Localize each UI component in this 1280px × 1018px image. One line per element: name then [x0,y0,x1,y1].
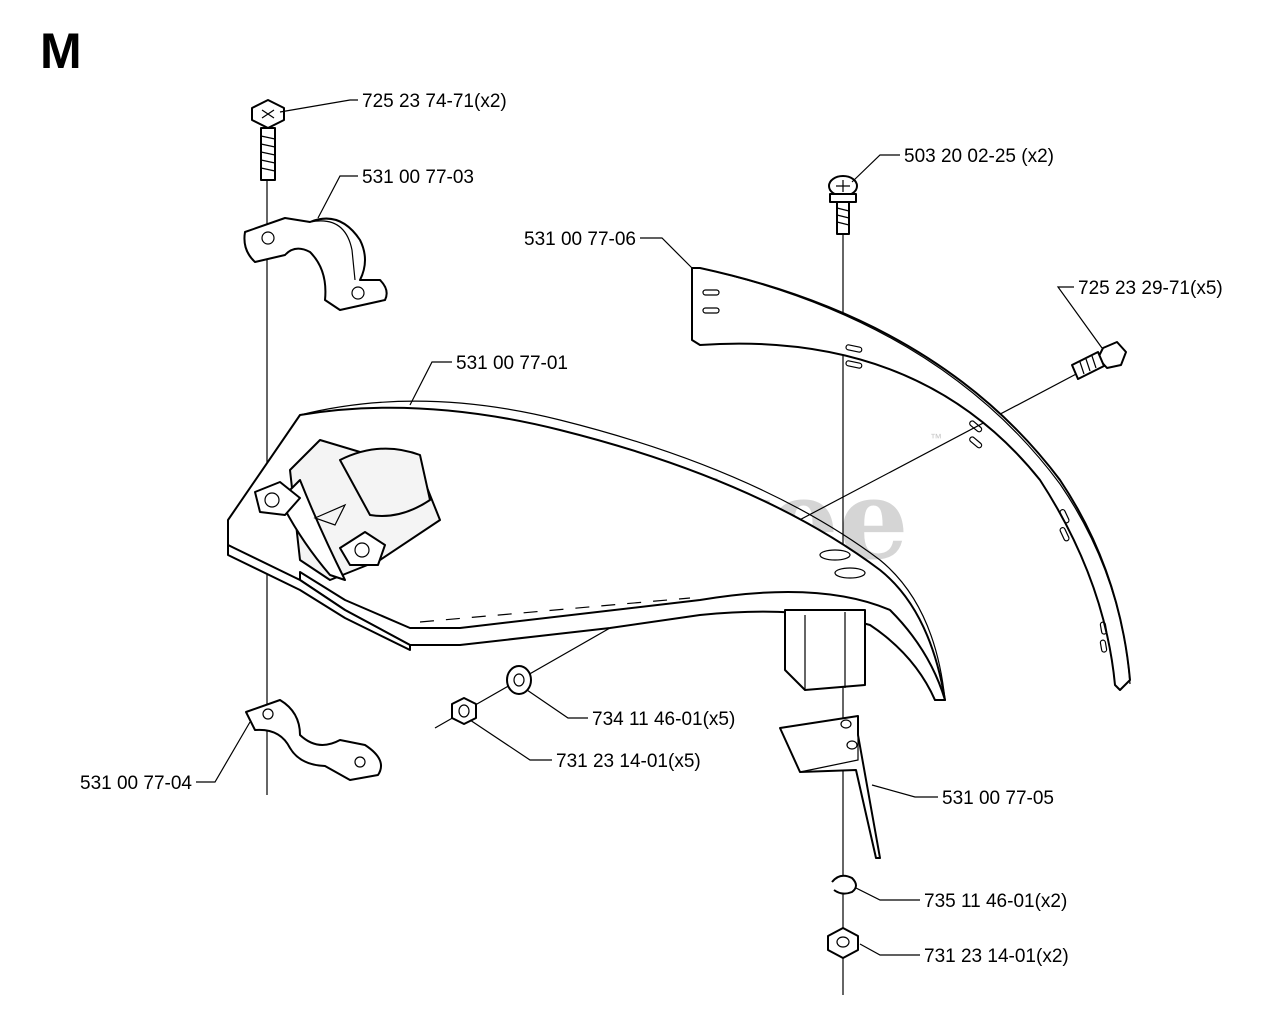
bolt-knife [828,175,858,235]
label-bracket: 531 00 77-05 [942,788,1054,809]
leader-knife-strip [640,237,693,269]
leader-guard [409,361,452,406]
label-nut-guard: 731 23 14-01(x5) [556,751,701,772]
bolt-guard [1071,341,1127,380]
knife-strip [691,267,1131,691]
label-clamp-upper: 531 00 77-03 [362,167,474,188]
label-bolt-clamp: 725 23 74-71(x2) [362,91,507,112]
lock-washer [831,874,857,895]
clamp-lower [245,699,382,781]
section-letter: M [40,23,82,79]
label-guard: 531 00 77-01 [456,353,568,374]
label-nut-bracket: 731 23 14-01(x2) [924,946,1069,967]
leader-clamp-lower [196,721,251,783]
watermark-trademark: ™ [930,431,942,445]
label-knife-strip: 531 00 77-06 [524,229,636,250]
bolt-clamp [251,99,285,181]
label-bolt-guard: 725 23 29-71(x5) [1078,278,1223,299]
leader-clamp-upper [317,175,358,219]
nut-bracket [827,927,859,959]
label-lock-washer: 735 11 46-01(x2) [924,891,1067,912]
leader-bracket [871,784,938,798]
leader-nut-bracket [859,943,920,956]
label-clamp-lower: 531 00 77-04 [80,773,192,794]
leader-washer [526,689,588,719]
axis-line-guard-screw [789,371,1081,526]
bracket [779,715,881,859]
label-washer: 734 11 46-01(x5) [592,709,735,730]
leader-bolt-guard [1056,286,1103,349]
leader-bolt-knife [851,154,900,183]
nut-guard [451,697,477,725]
clamp-upper [243,217,388,311]
trimmer-guard [227,400,946,701]
washer [506,665,532,695]
leader-lock-washer [855,887,920,901]
leader-nut-guard [469,719,552,761]
leader-bolt-clamp [279,99,358,113]
label-bolt-knife: 503 20 02-25 (x2) [904,146,1054,167]
